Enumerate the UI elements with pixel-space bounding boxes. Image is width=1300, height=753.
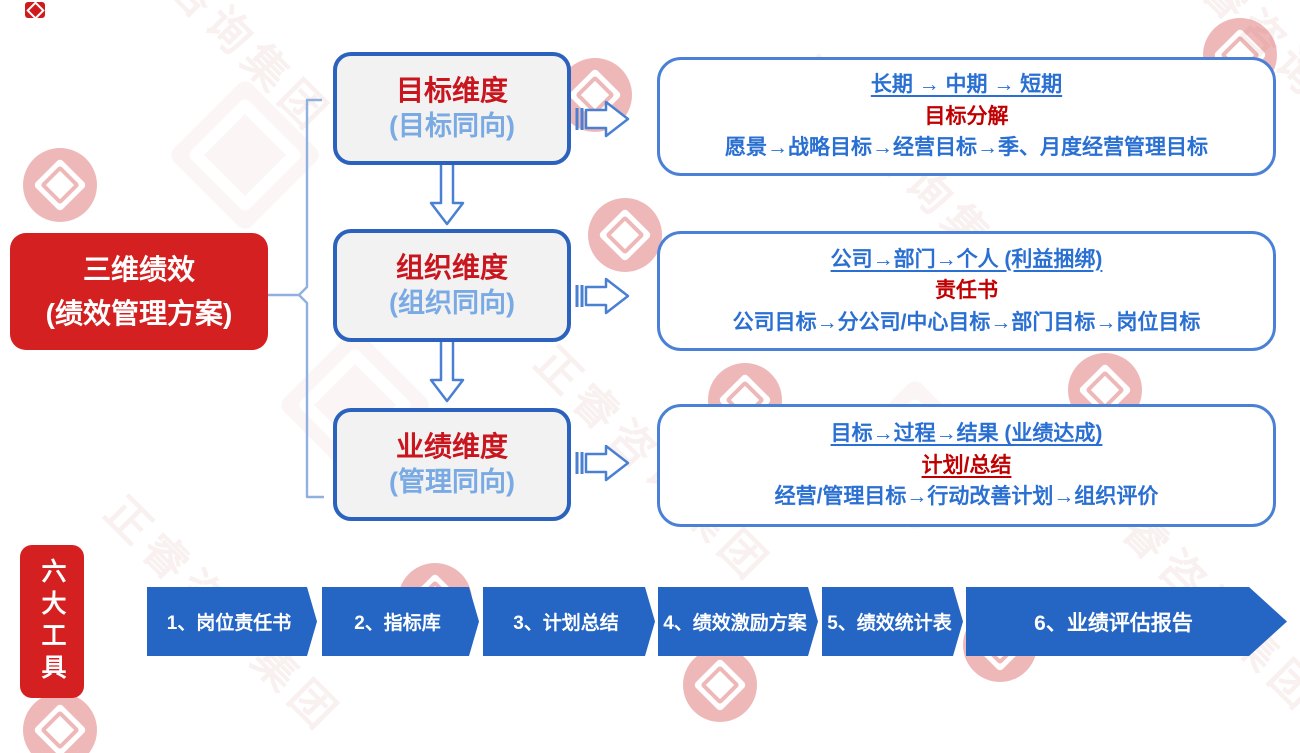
brand-logo-icon	[25, 2, 45, 18]
detail-box-goal: 长期 → 中期 → 短期 目标分解 愿景→战略目标→经营目标→季、月度经营管理目…	[657, 57, 1276, 176]
detail-line1: 公司→部门→个人 (利益捆绑)	[830, 247, 1103, 271]
dimension-box-goal: 目标维度 (目标同向)	[333, 52, 571, 165]
root-box: 三维绩效 (绩效管理方案)	[10, 233, 268, 350]
watermark-logo-icon	[588, 198, 662, 272]
right-arrow-icon	[575, 100, 630, 138]
detail-line1: 目标→过程→结果 (业绩达成)	[830, 422, 1103, 446]
detail-line2: 责任书	[935, 279, 998, 303]
dimension-title: 目标维度	[395, 75, 508, 107]
dimension-subtitle: (目标同向)	[389, 110, 515, 141]
tool-box-2: 2、指标库	[322, 587, 479, 656]
detail-line3: 愿景→战略目标→经营目标→季、月度经营管理目标	[725, 136, 1208, 160]
down-arrow-icon	[429, 161, 465, 226]
six-tools-label: 六大工具	[20, 545, 84, 698]
right-arrow-icon	[575, 444, 630, 482]
root-title-line1: 三维绩效	[82, 254, 195, 286]
detail-box-organization: 公司→部门→个人 (利益捆绑) 责任书 公司目标→分公司/中心目标→部门目标→岗…	[657, 231, 1276, 351]
tool-box-5: 5、绩效统计表	[822, 587, 963, 656]
dimension-box-organization: 组织维度 (组织同向)	[333, 229, 571, 342]
right-arrow-icon	[575, 277, 630, 315]
tool-box-6: 6、业绩评估报告	[966, 587, 1287, 656]
detail-box-performance: 目标→过程→结果 (业绩达成) 计划/总结 经营/管理目标→行动改善计划→组织评…	[657, 404, 1276, 527]
watermark-logo-icon	[23, 148, 97, 222]
down-arrow-icon	[429, 338, 465, 403]
dimension-subtitle: (组织同向)	[389, 287, 515, 318]
detail-line1: 长期 → 中期 → 短期	[870, 73, 1063, 97]
bracket-connector	[268, 98, 324, 499]
dimension-subtitle: (管理同向)	[389, 466, 515, 497]
root-title-line2: (绩效管理方案)	[45, 297, 233, 329]
dimension-box-performance: 业绩维度 (管理同向)	[333, 408, 571, 521]
detail-line2: 目标分解	[924, 104, 1009, 128]
watermark-logo-icon	[683, 648, 757, 722]
detail-line3: 经营/管理目标→行动改善计划→组织评价	[774, 485, 1159, 509]
dimension-title: 组织维度	[395, 252, 508, 284]
dimension-title: 业绩维度	[395, 431, 508, 463]
watermark-logo-icon	[23, 693, 97, 753]
detail-line2: 计划/总结	[921, 453, 1012, 477]
tool-box-1: 1、岗位责任书	[147, 587, 317, 656]
detail-line3: 公司目标→分公司/中心目标→部门目标→岗位目标	[732, 310, 1201, 334]
tool-box-3: 3、计划总结	[483, 587, 655, 656]
tool-box-4: 4、绩效激励方案	[658, 587, 818, 656]
